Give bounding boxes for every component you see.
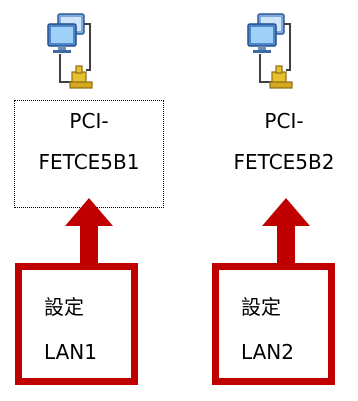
adapter-label-fetce5b1[interactable]: PCI- FETCE5B1 — [14, 100, 164, 208]
up-arrow-icon — [262, 198, 310, 264]
adapter-label-line2: FETCE5B1 — [38, 150, 140, 174]
adapter-label-line2: FETCE5B2 — [233, 150, 335, 174]
annotation-text-lan2: LAN2 — [241, 340, 294, 364]
adapter-label-line1: PCI- — [264, 109, 304, 133]
annotation-text-setting: 設定 — [241, 295, 281, 319]
annotation-text-setting: 設定 — [44, 295, 84, 319]
annotation-box-lan2: 設定 LAN2 — [212, 263, 335, 385]
network-adapter-icon[interactable] — [40, 10, 104, 94]
up-arrow-icon — [65, 198, 113, 264]
annotation-box-lan1: 設定 LAN1 — [15, 263, 138, 385]
annotation-text-lan1: LAN1 — [44, 340, 97, 364]
network-adapter-icon[interactable] — [240, 10, 304, 94]
adapter-label-fetce5b2[interactable]: PCI- FETCE5B2 — [210, 100, 358, 206]
adapter-label-line1: PCI- — [69, 109, 109, 133]
